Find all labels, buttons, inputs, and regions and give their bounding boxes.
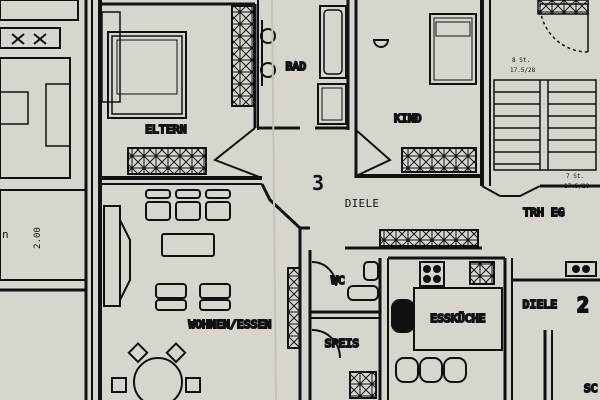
chair-icon <box>145 189 231 221</box>
bathtub-icon <box>319 5 347 79</box>
table-icon <box>161 233 215 257</box>
stair-icon <box>493 0 597 171</box>
right-unit: TRH EG DIELE 2 SC <box>522 205 599 396</box>
left-unit <box>0 0 93 400</box>
armchair-icon <box>155 283 231 311</box>
walls <box>98 0 600 400</box>
pantry-shelf <box>349 371 377 399</box>
stair-note-lower-count: 7 St. <box>566 173 584 180</box>
room-label-bad: BAD <box>286 60 307 73</box>
room-label-kind: KIND <box>394 112 422 125</box>
wardrobe-icon <box>127 147 207 175</box>
window-bay <box>103 205 131 307</box>
dining-table-round <box>111 342 201 400</box>
edge-fragment-n: n <box>2 228 9 241</box>
room-esskueche: ESSKÜCHE <box>391 261 503 383</box>
room-wohnen-essen: WOHNEN/ESSEN <box>103 189 301 400</box>
room-speis: SPEIS <box>311 329 377 399</box>
room-label-trh-eg: TRH EG <box>523 206 565 219</box>
unit-number-3: 3 <box>312 171 324 195</box>
room-label-wc: WC <box>331 274 345 287</box>
room-kind: KIND <box>372 13 477 173</box>
room-label-diele: DIELE <box>345 197 380 210</box>
stove-icon <box>419 261 445 287</box>
stair-notes: 8 St. 17.5/28 7 St. 17.5/28 <box>510 57 590 190</box>
toilet-icon <box>363 261 379 281</box>
stair-note-upper-count: 8 St. <box>512 57 530 64</box>
shower-tray <box>317 83 347 125</box>
room-label-speis: SPEIS <box>325 337 360 350</box>
paper-fold <box>271 0 277 400</box>
wardrobe-icon <box>379 229 479 247</box>
kitchen-counter <box>413 287 503 351</box>
room-label-diele-2: DIELE <box>523 298 558 311</box>
room-eltern: ELTERN <box>101 5 255 175</box>
stove-icon <box>565 261 597 277</box>
room-label-wohnen-essen: WOHNEN/ESSEN <box>188 318 271 331</box>
edge-fragment-sc: SC <box>584 382 598 395</box>
room-bad: BAD <box>260 5 347 125</box>
room-diele: 3 DIELE <box>312 171 479 247</box>
sink-icon <box>391 299 415 333</box>
wardrobe-icon <box>0 27 61 49</box>
wardrobe-icon <box>401 147 477 173</box>
sink-icon <box>260 20 276 86</box>
dimension-label: 2.00 <box>33 227 43 249</box>
room-label-eltern: ELTERN <box>145 123 187 136</box>
room-label-esskueche: ESSKÜCHE <box>430 312 485 325</box>
bed-icon <box>107 31 187 119</box>
toilet-icon <box>372 39 390 48</box>
wardrobe-icon <box>231 5 255 107</box>
bed-icon <box>429 13 477 85</box>
room-wc: WC <box>311 261 379 301</box>
unit-number-2: 2 <box>577 293 589 317</box>
stair-note-lower-ratio: 17.5/28 <box>564 183 590 190</box>
door-swing-icon <box>311 261 337 287</box>
nightstand <box>101 11 121 103</box>
door-swing-icon <box>311 329 341 359</box>
shelf-unit <box>287 267 301 349</box>
stair-note-upper-ratio: 17.5/28 <box>510 67 536 74</box>
sink-icon <box>347 285 379 301</box>
